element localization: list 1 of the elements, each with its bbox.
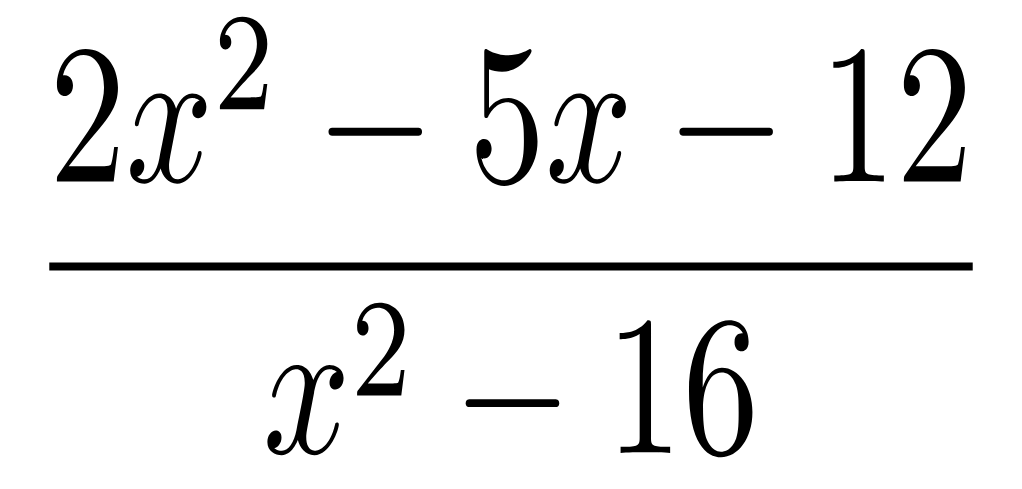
fraction-formula: $\frac{2x^{2} - 5x - 12}{x^{2} - 16}$ [49,16,973,458]
